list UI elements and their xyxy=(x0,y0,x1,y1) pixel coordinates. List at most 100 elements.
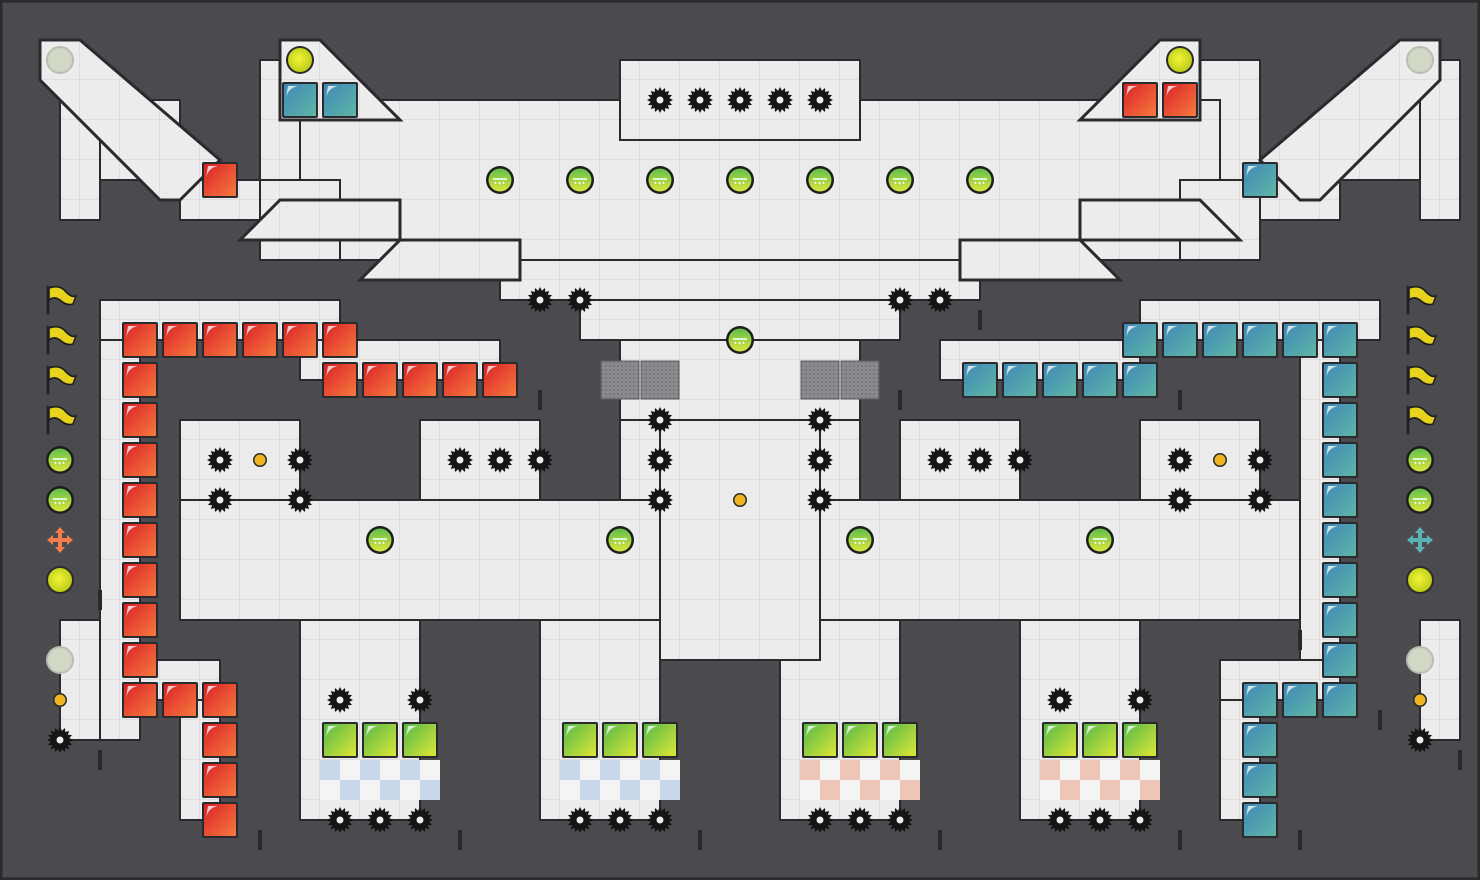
red-gate-tile xyxy=(122,362,158,398)
neutral-gate-tile xyxy=(402,722,438,758)
spike-center xyxy=(1056,816,1064,824)
spike-icon xyxy=(527,287,553,313)
powerup-icon xyxy=(1213,453,1227,467)
spike-center xyxy=(816,416,824,424)
tile-shine xyxy=(486,366,498,378)
checker-cell xyxy=(800,780,820,800)
checker-cell xyxy=(900,780,920,800)
tile-shine xyxy=(326,366,338,378)
blue-gate-tile xyxy=(1322,402,1358,438)
bomb-off-fill xyxy=(1408,648,1432,672)
flag-icon xyxy=(1406,325,1438,354)
boost-icon xyxy=(1406,486,1434,514)
checker-cell xyxy=(860,780,880,800)
blue-gate-tile xyxy=(1322,362,1358,398)
tile-shine xyxy=(1086,726,1098,738)
tile-shine xyxy=(1046,726,1058,738)
bomb-icon xyxy=(286,46,314,74)
bomb-off-icon xyxy=(1406,46,1434,74)
wall-tick xyxy=(1178,830,1182,850)
boost-arrows xyxy=(733,178,747,185)
spike-icon xyxy=(687,87,713,113)
spike-center xyxy=(336,696,344,704)
flag-icon xyxy=(1406,405,1438,434)
boost-fill xyxy=(728,328,752,352)
checker-cell xyxy=(1060,760,1080,780)
spike-center xyxy=(696,96,704,104)
spike-icon xyxy=(1167,487,1193,513)
grate-tile xyxy=(600,360,640,400)
checker-cell xyxy=(400,780,420,800)
tile-shine xyxy=(1126,366,1138,378)
spike-icon xyxy=(1047,687,1073,713)
wall-tick xyxy=(698,830,702,850)
boost-fill xyxy=(568,168,592,192)
spike-icon xyxy=(567,807,593,833)
move-arrows xyxy=(1407,527,1433,553)
spike-center xyxy=(656,496,664,504)
tile-shine xyxy=(846,726,858,738)
tile-shine xyxy=(166,326,178,338)
powerup-icon xyxy=(1413,693,1427,707)
red-gate-tile xyxy=(122,602,158,638)
tile-shine xyxy=(326,86,338,98)
tile-shine xyxy=(1246,166,1258,178)
boost-fill xyxy=(608,528,632,552)
tile-shine xyxy=(1086,366,1098,378)
tile-shine xyxy=(1126,326,1138,338)
boost-arrows xyxy=(613,538,627,545)
spike-center xyxy=(296,456,304,464)
checker-floor xyxy=(1040,760,1160,800)
boost-icon xyxy=(1086,526,1114,554)
tile-shine xyxy=(1326,406,1338,418)
spike-icon xyxy=(447,447,473,473)
blue-gate-tile xyxy=(1322,682,1358,718)
blue-gate-tile xyxy=(1042,362,1078,398)
spike-icon xyxy=(1087,807,1113,833)
tile-shine xyxy=(406,366,418,378)
spike-icon xyxy=(967,447,993,473)
wall-tick xyxy=(98,590,102,610)
tile-shine xyxy=(646,726,658,738)
spike-center xyxy=(1136,816,1144,824)
grate-tile xyxy=(800,360,840,400)
spike-icon xyxy=(807,807,833,833)
checker-cell xyxy=(340,780,360,800)
spike-center xyxy=(1056,696,1064,704)
red-gate-tile xyxy=(122,402,158,438)
spike-center xyxy=(376,816,384,824)
boost-fill xyxy=(728,168,752,192)
tile-shine xyxy=(286,86,298,98)
bomb-off-icon xyxy=(46,646,74,674)
neutral-gate-tile xyxy=(562,722,598,758)
checker-cell xyxy=(660,780,680,800)
spike-icon xyxy=(727,87,753,113)
neutral-gate-tile xyxy=(362,722,398,758)
powerup-fill xyxy=(254,454,266,466)
bomb-fill xyxy=(1408,568,1432,592)
checker-cell xyxy=(320,760,340,780)
boost-icon xyxy=(486,166,514,194)
tile-shine xyxy=(1046,366,1058,378)
checker-cell xyxy=(360,780,380,800)
blue-gate-tile xyxy=(1322,602,1358,638)
powerup-icon xyxy=(53,693,67,707)
spike-center xyxy=(816,816,824,824)
boost-arrows xyxy=(733,338,747,345)
red-gate-tile xyxy=(362,362,398,398)
tile-shine xyxy=(326,726,338,738)
boost-fill xyxy=(1088,528,1112,552)
spike-center xyxy=(896,816,904,824)
red-gate-tile xyxy=(122,482,158,518)
tile-shine xyxy=(126,446,138,458)
blue-gate-tile xyxy=(1322,482,1358,518)
bomb-fill xyxy=(1168,48,1192,72)
tile-shine xyxy=(1326,566,1338,578)
checker-cell xyxy=(1040,760,1060,780)
boost-arrows xyxy=(813,178,827,185)
tile-shine xyxy=(1326,646,1338,658)
red-gate-tile xyxy=(122,522,158,558)
tile-shine xyxy=(566,726,578,738)
grate-face xyxy=(840,360,880,400)
spike-icon xyxy=(647,807,673,833)
